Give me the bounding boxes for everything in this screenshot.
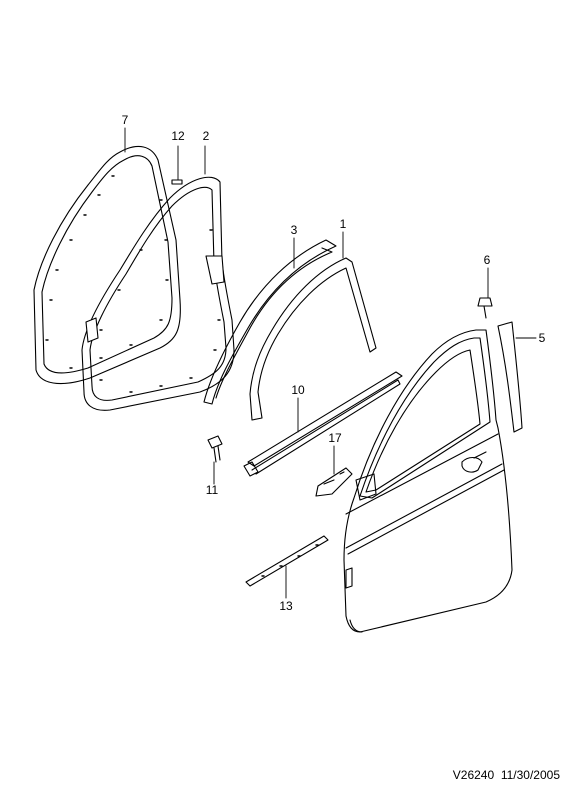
callout-13: 13 — [279, 599, 293, 613]
front-door-shell — [343, 329, 513, 633]
part-13-molding-strip — [245, 535, 329, 587]
leader-lines — [124, 127, 537, 599]
callout-7: 7 — [122, 113, 129, 127]
part-3-channel — [203, 239, 337, 405]
drawing-footer: V26240 11/30/2005 — [453, 768, 560, 782]
part-11-bolt — [207, 435, 223, 463]
part-5-pillar-applique — [497, 321, 523, 433]
drawing-id: V26240 — [452, 768, 495, 782]
callout-12: 12 — [171, 129, 185, 143]
part-17-handle-bracket — [315, 467, 353, 497]
callout-5: 5 — [539, 331, 546, 345]
part-7-weatherstrip — [33, 145, 181, 385]
callout-3: 3 — [291, 223, 298, 237]
callout-17: 17 — [328, 431, 342, 445]
callout-1: 1 — [340, 217, 347, 231]
part-2-weatherstrip — [81, 176, 235, 411]
callout-6: 6 — [484, 253, 491, 267]
callout-10: 10 — [291, 383, 305, 397]
drawing-date: 11/30/2005 — [500, 768, 560, 782]
part-12-clip — [171, 179, 183, 185]
callout-11: 11 — [206, 483, 219, 497]
part-6-fastener — [477, 297, 493, 319]
part-10-belt-molding — [243, 371, 403, 477]
part-1-run-channel — [249, 257, 377, 421]
callout-2: 2 — [203, 129, 210, 143]
